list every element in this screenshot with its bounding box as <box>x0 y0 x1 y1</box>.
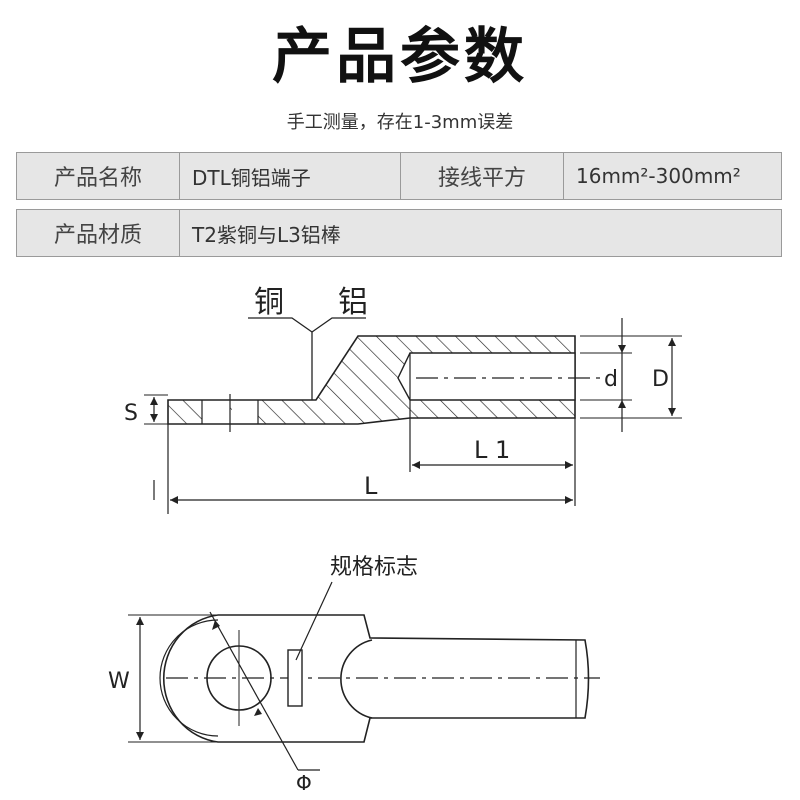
aluminum-label: 铝 <box>338 285 368 320</box>
inner-bore <box>397 352 576 401</box>
dim-w-label: W <box>108 669 130 694</box>
side-section-view: 铜 铝 S d D L 1 L <box>124 285 682 514</box>
product-name-label: 产品名称 <box>16 152 180 200</box>
material-value: T2紫铜与L3铝棒 <box>179 209 782 257</box>
copper-label: 铜 <box>254 285 284 320</box>
dim-s-label: S <box>124 401 138 426</box>
page-title: 产品参数 <box>272 22 528 92</box>
spec-mark-label: 规格标志 <box>330 555 418 580</box>
spec-row-product: 产品名称 DTL铜铝端子 接线平方 16mm²-300mm² <box>16 152 782 200</box>
product-name-value: DTL铜铝端子 <box>179 152 401 200</box>
measurement-note: 手工测量，存在1-3mm误差 <box>286 112 514 133</box>
wire-section-value: 16mm²-300mm² <box>563 152 782 200</box>
bolt-hole-gap <box>202 400 230 424</box>
top-view: 规格标志 W Φ <box>108 555 600 795</box>
spec-mark-slot <box>287 649 303 707</box>
dim-d-label: d <box>604 367 618 392</box>
dim-L-label: L <box>364 472 378 500</box>
bolt-hole-gap-2 <box>232 400 258 424</box>
spec-row-material: 产品材质 T2紫铜与L3铝棒 <box>16 209 782 257</box>
dim-L1-label: L 1 <box>474 436 510 464</box>
dim-phi-label: Φ <box>296 771 312 795</box>
dim-D-label: D <box>652 367 669 392</box>
palm-outline <box>162 614 590 743</box>
barrel-hatch <box>316 336 575 424</box>
material-label: 产品材质 <box>16 209 180 257</box>
